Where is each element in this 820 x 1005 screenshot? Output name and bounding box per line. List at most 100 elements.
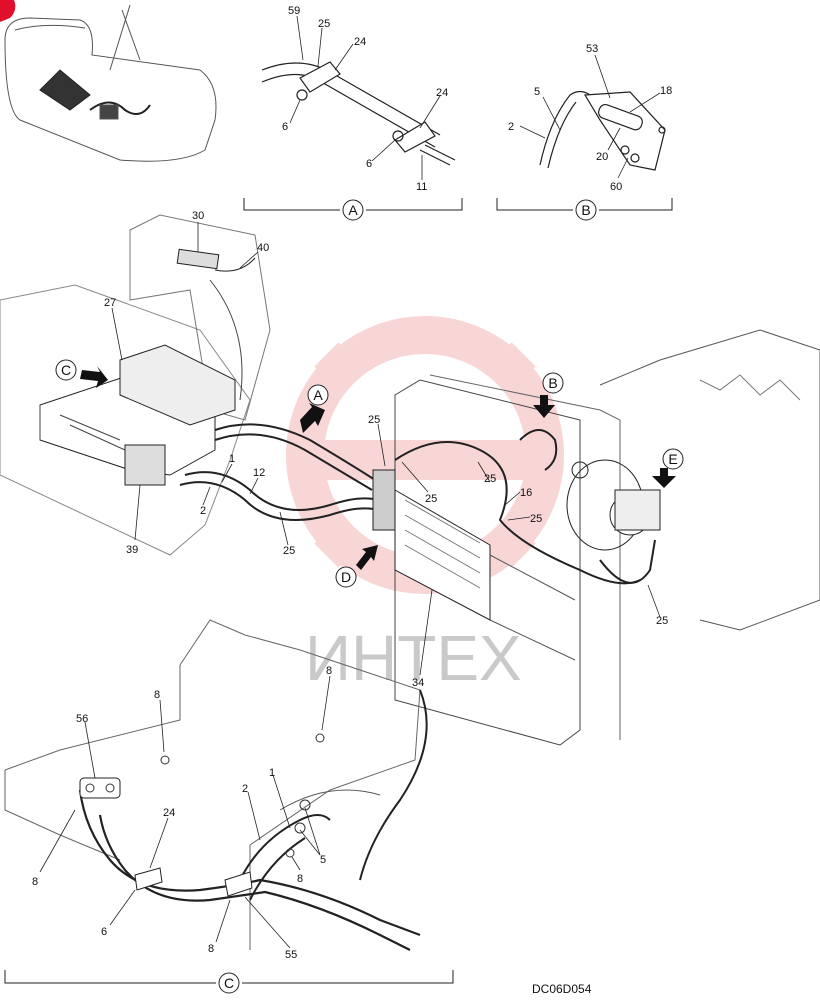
view-c-marker-circle — [55, 359, 77, 381]
view-a-marker: A — [313, 387, 323, 403]
callout-c-8-a: 8 — [154, 689, 160, 701]
detail-a-clamp-2 — [394, 121, 436, 153]
corner-marker — [0, 0, 16, 22]
detail-c-hose-1 — [78, 789, 421, 937]
callout-m-25-d: 25 — [484, 473, 496, 485]
view-d-marker-circle — [335, 566, 357, 588]
main-leaders — [111, 222, 661, 676]
callout-a-25: 25 — [318, 18, 330, 30]
detail-c-bolt-56a — [85, 783, 95, 793]
condenser-fins — [404, 499, 481, 589]
view-e-marker-circle — [662, 448, 684, 470]
callout-m-12: 12 — [253, 467, 265, 479]
detail-b-bracket-line — [496, 198, 673, 211]
callout-m-39: 39 — [126, 544, 138, 556]
compressor-body — [614, 489, 661, 531]
cab-unit — [99, 104, 119, 120]
detail-b-bolt-2 — [630, 153, 640, 163]
cab-part-dark — [39, 69, 91, 111]
callout-c-8-c: 8 — [32, 876, 38, 888]
detail-c-fitting-5a — [294, 822, 306, 834]
detail-a-clamp-1 — [299, 61, 341, 93]
callout-c-6: 6 — [101, 926, 107, 938]
view-e-marker: E — [668, 451, 677, 467]
view-arrows — [80, 366, 676, 570]
hose-2-inner — [179, 481, 379, 521]
callout-c-2: 2 — [242, 783, 248, 795]
idler-pulley — [571, 461, 589, 479]
hose-1-inner — [214, 433, 373, 491]
callout-c-8-d: 8 — [297, 873, 303, 885]
callout-m-34: 34 — [412, 677, 424, 689]
view-a-caption-circle — [342, 199, 364, 221]
engine-detail — [699, 374, 801, 401]
harness-cab — [209, 279, 243, 401]
detail-a-leaders — [289, 15, 441, 180]
arrow-c — [80, 366, 108, 388]
cab-frame — [109, 4, 141, 71]
detail-c-bolt-8d — [285, 848, 295, 858]
hose-compressor — [599, 539, 656, 584]
detail-c-drawing — [4, 619, 428, 951]
callout-c-8-e: 8 — [208, 943, 214, 955]
engine-outline — [599, 329, 820, 631]
callout-c-8-b: 8 — [326, 665, 332, 677]
detail-a-bracket-line — [243, 198, 463, 211]
cab-overview-inset — [4, 4, 217, 162]
hose-discharge — [394, 441, 641, 585]
ac-unit-detail — [39, 405, 126, 451]
view-b-caption: B — [581, 202, 590, 218]
detail-b-hose-inner — [547, 101, 577, 169]
callout-c-24: 24 — [163, 807, 175, 819]
view-c-marker: C — [61, 362, 71, 378]
callout-m-1: 1 — [229, 453, 235, 465]
callout-b-18: 18 — [660, 85, 672, 97]
callout-c-5: 5 — [320, 854, 326, 866]
view-b-caption-circle — [575, 199, 597, 221]
detail-b-fitting — [598, 103, 643, 131]
callout-c-55: 55 — [285, 949, 297, 961]
condenser-rails — [489, 554, 576, 661]
detail-c-frame-lower — [4, 770, 121, 861]
view-a-marker-circle — [307, 384, 329, 406]
arrow-b — [533, 395, 555, 418]
watermark-text: ИНТЕХ — [305, 622, 522, 694]
ac-blower — [119, 344, 236, 426]
detail-b-bolt-1 — [620, 145, 630, 155]
callout-m-16: 16 — [520, 487, 532, 499]
view-c-caption: C — [224, 975, 234, 991]
callout-m-2: 2 — [200, 505, 206, 517]
floor-plate — [0, 284, 251, 556]
arrow-e — [652, 468, 676, 488]
detail-c-bolt-8a — [160, 755, 170, 765]
callout-m-27: 27 — [104, 297, 116, 309]
callout-a-24-bot: 24 — [436, 87, 448, 99]
detail-c-fitting-5b — [299, 799, 311, 811]
callout-m-25-e: 25 — [530, 513, 542, 525]
detail-b-leaders — [519, 54, 661, 179]
cab-hose — [89, 101, 151, 115]
hose-2 — [184, 471, 379, 511]
main-assembly — [0, 214, 820, 746]
callout-b-20: 20 — [596, 151, 608, 163]
callout-a-11: 11 — [416, 181, 427, 193]
detail-c-bolt-8b — [315, 733, 325, 743]
view-b-marker-circle — [542, 372, 564, 394]
hose-1 — [214, 423, 376, 481]
view-c-caption-circle — [218, 972, 240, 994]
callout-b-2: 2 — [508, 121, 514, 133]
callout-m-25-c: 25 — [425, 493, 437, 505]
callout-m-25-f: 25 — [656, 615, 668, 627]
detail-a-hose-lower — [261, 73, 436, 148]
detail-b-drawing — [539, 90, 666, 171]
callout-c-56: 56 — [76, 713, 88, 725]
callout-a-6-left: 6 — [282, 121, 288, 133]
callout-a-24-top: 24 — [354, 36, 366, 48]
cab-outline — [4, 17, 217, 162]
detail-b-hole — [658, 126, 666, 134]
detail-c-hose-3 — [239, 814, 331, 881]
detail-a-bolt-1 — [296, 89, 308, 101]
callout-c-1: 1 — [269, 767, 275, 779]
detail-c-hose-bundle — [279, 789, 381, 811]
callout-m-40: 40 — [257, 242, 269, 254]
